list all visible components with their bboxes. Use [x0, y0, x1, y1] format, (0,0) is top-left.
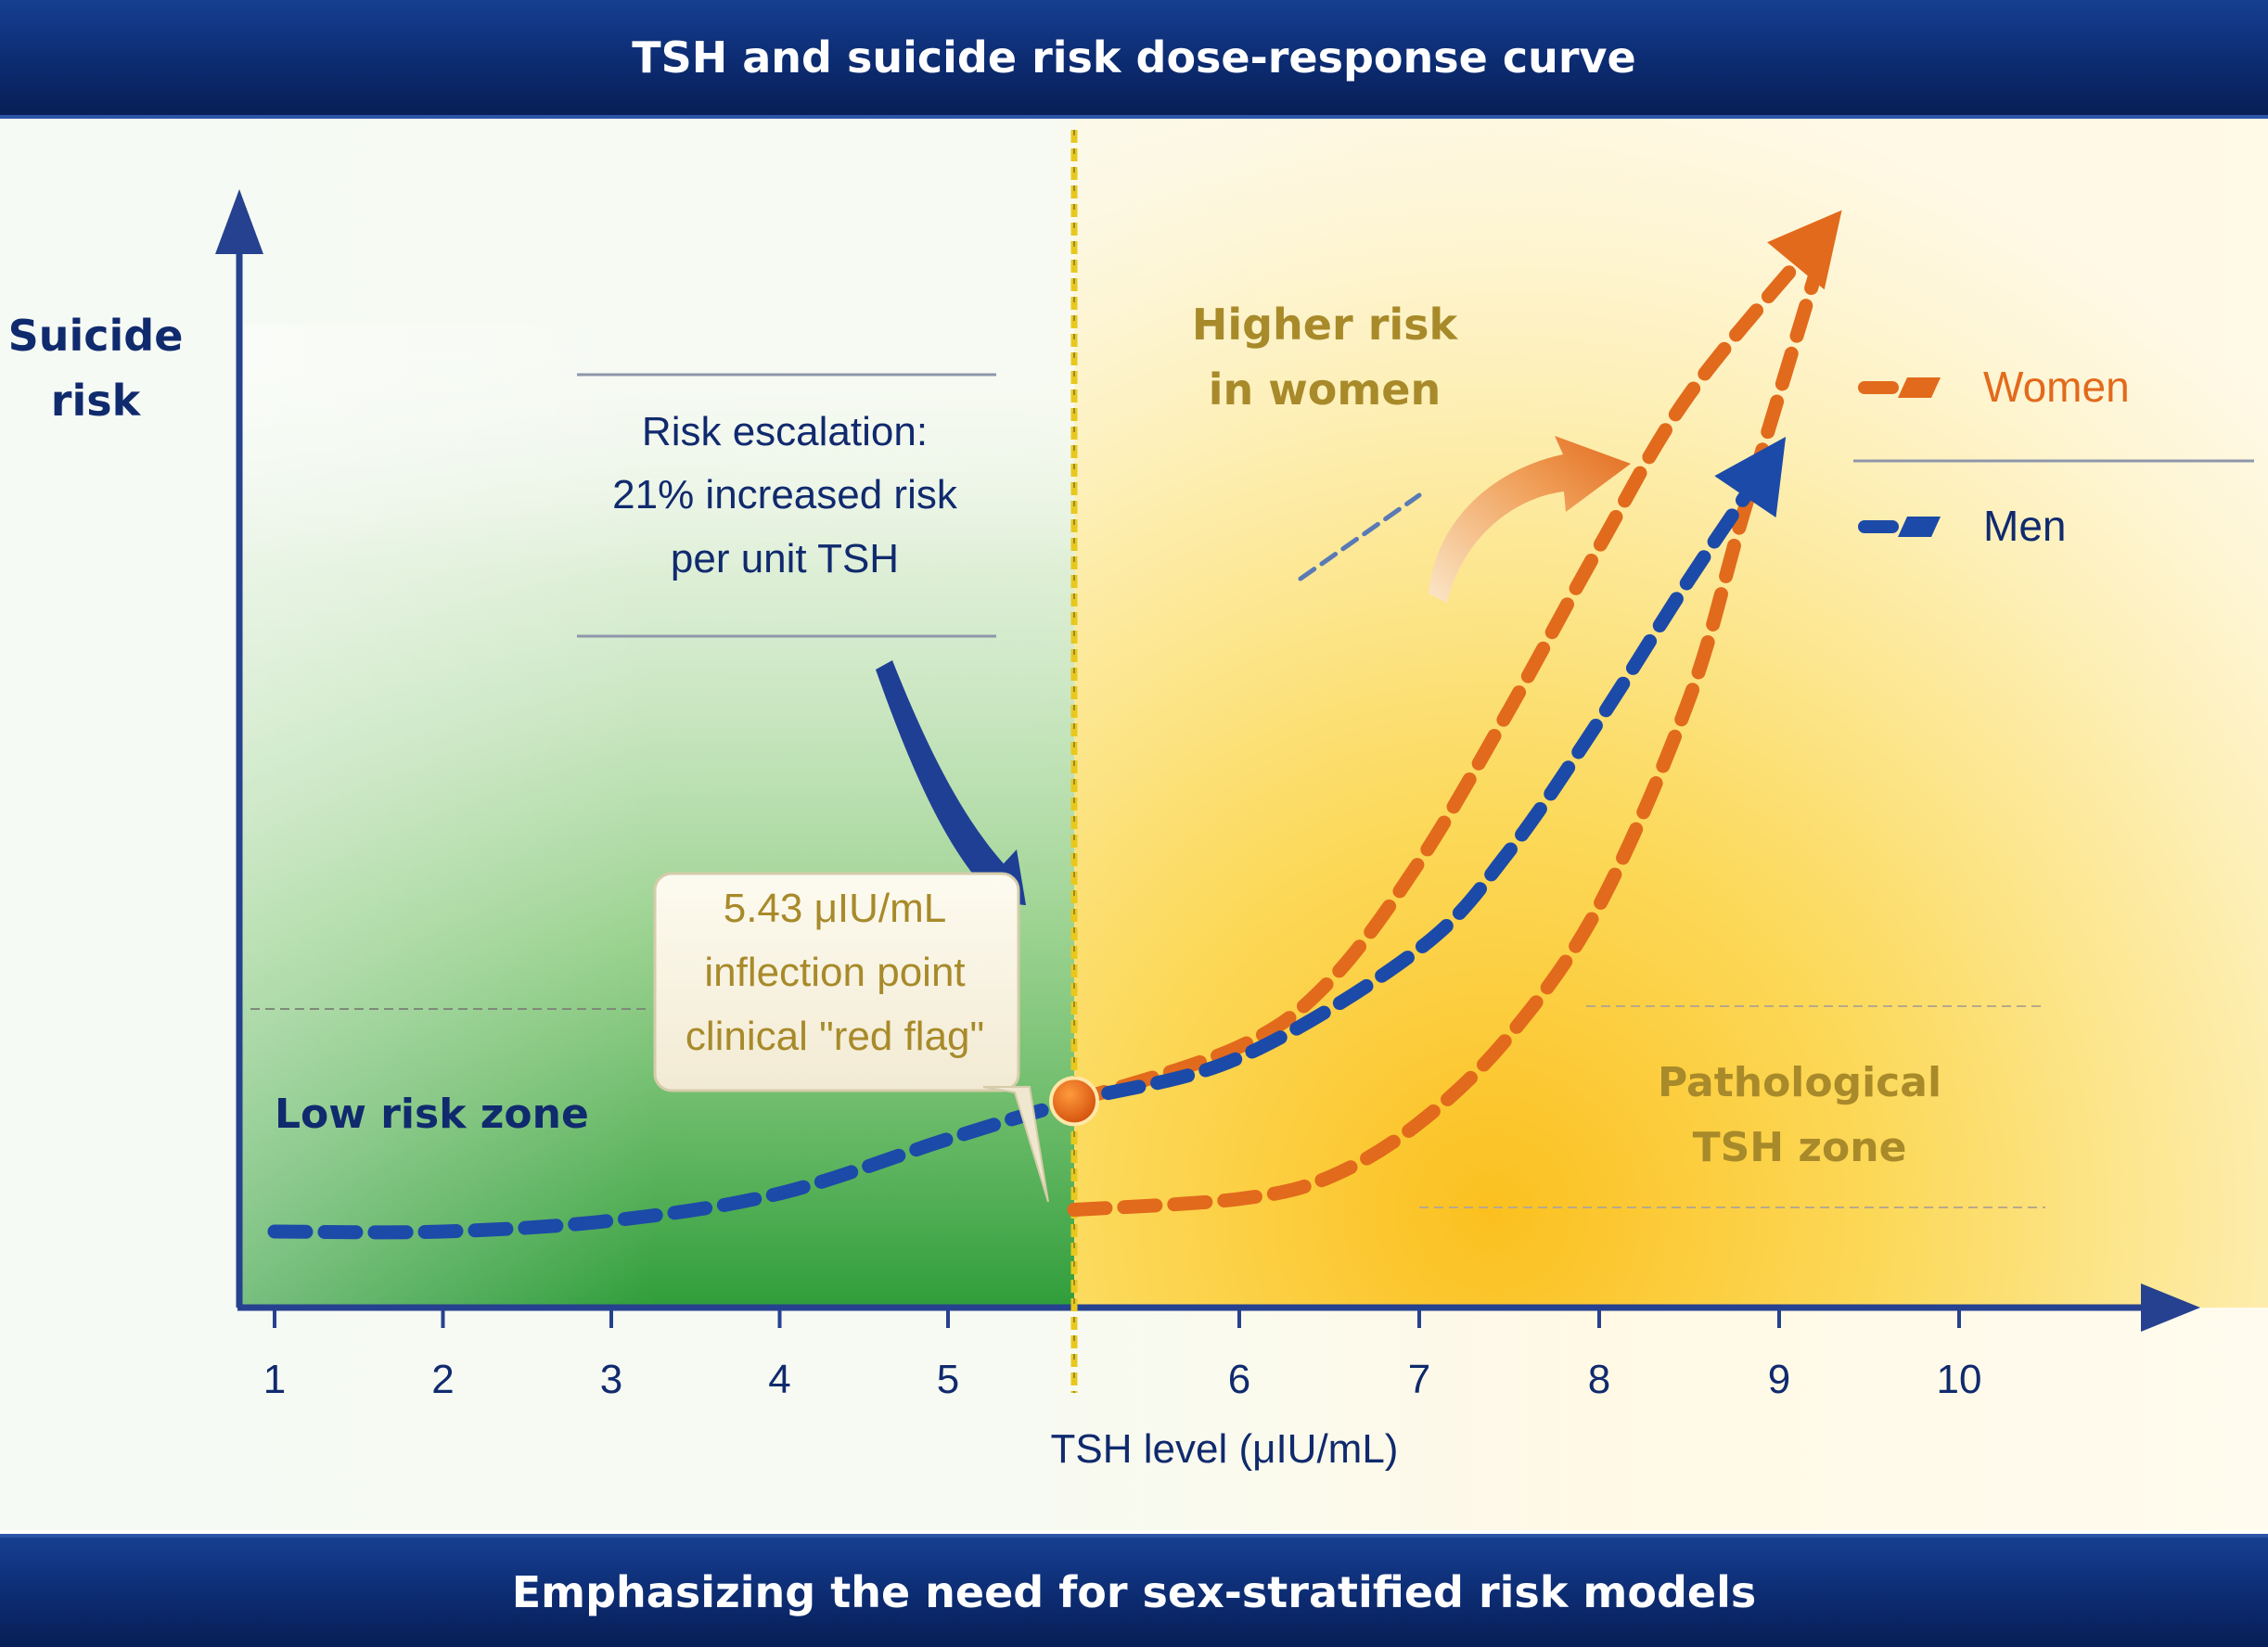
plot-area: 1 2 3 4 5 6 7 8 9 10 5.43 μIU/mL inflection point…: [0, 119, 2268, 1530]
women-series-line: [1067, 224, 1831, 1108]
women-annotation-line-1: Higher risk: [1192, 300, 1459, 350]
y-axis-arrowhead: [215, 189, 263, 254]
men-series-arrowhead: [1714, 437, 1787, 517]
x-axis-label: TSH level (μIU/mL): [1051, 1426, 1399, 1472]
escalation-line-2: 21% increased risk: [612, 472, 958, 517]
x-tick-label-8: 8: [1588, 1357, 1610, 1402]
higher-risk-swoosh-icon: [1429, 436, 1631, 603]
x-tick-label-6: 6: [1228, 1357, 1250, 1402]
x-tick-label-1: 1: [263, 1357, 286, 1402]
inflection-callout: 5.43 μIU/mL inflection point clinical "r…: [653, 872, 1049, 1203]
inflection-line-3: clinical "red flag": [686, 1014, 984, 1059]
inflection-line-1: 5.43 μIU/mL: [724, 886, 947, 931]
pathological-zone-fill: [1074, 119, 2268, 1308]
escalation-line-1: Risk escalation:: [642, 409, 928, 454]
swoosh-trail: [1298, 492, 1422, 581]
footer-banner: Emphasizing the need for sex-stratified …: [0, 1534, 2268, 1647]
legend-men-label: Men: [1983, 502, 2066, 550]
legend-men-swatch-head: [1898, 517, 1941, 537]
escalation-arrow-icon: [876, 660, 1026, 905]
escalation-line-3: per unit TSH: [671, 536, 899, 581]
men-series-line: [267, 453, 1777, 1240]
series-layer: [267, 210, 1842, 1240]
footer-text: Emphasizing the need for sex-stratified …: [511, 1567, 1757, 1617]
y-axis-label-line-1: Suicide: [8, 311, 184, 361]
inflection-point-marker: [1049, 1076, 1099, 1127]
chart-svg: 1 2 3 4 5 6 7 8 9 10 5.43 μIU/mL inflection point…: [0, 119, 2268, 1530]
inflection-line-2: inflection point: [704, 950, 965, 995]
legend: Women Men: [1858, 363, 2130, 550]
legend-women-swatch-head: [1898, 377, 1941, 398]
legend-women-label: Women: [1983, 363, 2130, 411]
women-lower-series-line: [1067, 268, 1823, 1217]
chart-title: TSH and suicide risk dose-response curve: [632, 32, 1636, 83]
axes: [215, 189, 2200, 1332]
x-tick-label-5: 5: [937, 1357, 959, 1402]
pathological-zone-line-1: Pathological: [1658, 1059, 1941, 1106]
y-axis-label-line-2: risk: [51, 376, 142, 426]
inflection-callout-box: [653, 872, 1020, 1092]
inflection-callout-pointer: [982, 1086, 1049, 1203]
x-ticks: 1 2 3 4 5 6 7 8 9 10: [263, 1308, 1982, 1402]
women-series-arrowhead: [1767, 210, 1842, 290]
x-tick-label-3: 3: [600, 1357, 622, 1402]
x-tick-label-7: 7: [1408, 1357, 1430, 1402]
x-tick-label-4: 4: [768, 1357, 790, 1402]
women-annotation-line-2: in women: [1209, 364, 1442, 415]
title-banner: TSH and suicide risk dose-response curve: [0, 0, 2268, 119]
x-tick-label-2: 2: [431, 1357, 454, 1402]
low-risk-zone-label: Low risk zone: [275, 1091, 589, 1138]
pathological-zone-line-2: TSH zone: [1693, 1124, 1907, 1171]
x-tick-label-9: 9: [1768, 1357, 1790, 1402]
x-tick-label-10: 10: [1937, 1357, 1982, 1402]
x-axis-arrowhead: [2141, 1283, 2200, 1332]
